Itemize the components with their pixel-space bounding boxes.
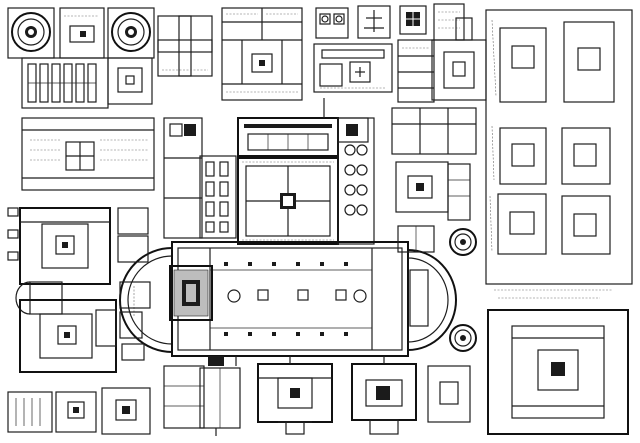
tower-south [449,324,477,352]
refectory [237,117,339,157]
bottom-small-grid [7,391,53,433]
novitiate-hall [21,117,155,191]
infirmary-upper [19,207,111,285]
tall-narrow-strip [455,17,473,41]
workshop-right [391,107,477,155]
bottom-small-house [427,365,471,423]
bottom-stables [163,356,241,436]
small-icon-tree [357,5,391,39]
house-near-apse-3 [397,225,435,253]
passage-block [163,117,203,239]
bottom-house-centre [257,363,333,435]
church-pillars [224,262,367,336]
dormitory-bunks [21,57,109,109]
abbot-house [313,43,393,93]
caption-scribble [494,289,612,299]
garden-frame [485,9,633,285]
cross-plot [157,15,213,77]
bottom-courtyard-1 [55,391,97,433]
side-cells [95,207,151,361]
cloister [237,157,339,245]
bottom-right-courtyard [487,309,629,435]
bake-house-rows [199,155,237,239]
left-edge-marks [7,207,19,261]
west-tower-block [169,265,213,321]
east-apse [407,249,457,351]
house-near-apse-2 [447,163,471,221]
guest-house-block [221,7,303,101]
tall-workshop [397,39,435,103]
bottom-courtyard-2 [101,387,151,435]
kitchen-block [337,117,369,143]
connector-lines [235,98,385,366]
small-icon-rooms [315,7,349,39]
tower-north [449,228,477,256]
small-icon-grid [399,5,427,35]
small-square-plan [107,57,153,105]
